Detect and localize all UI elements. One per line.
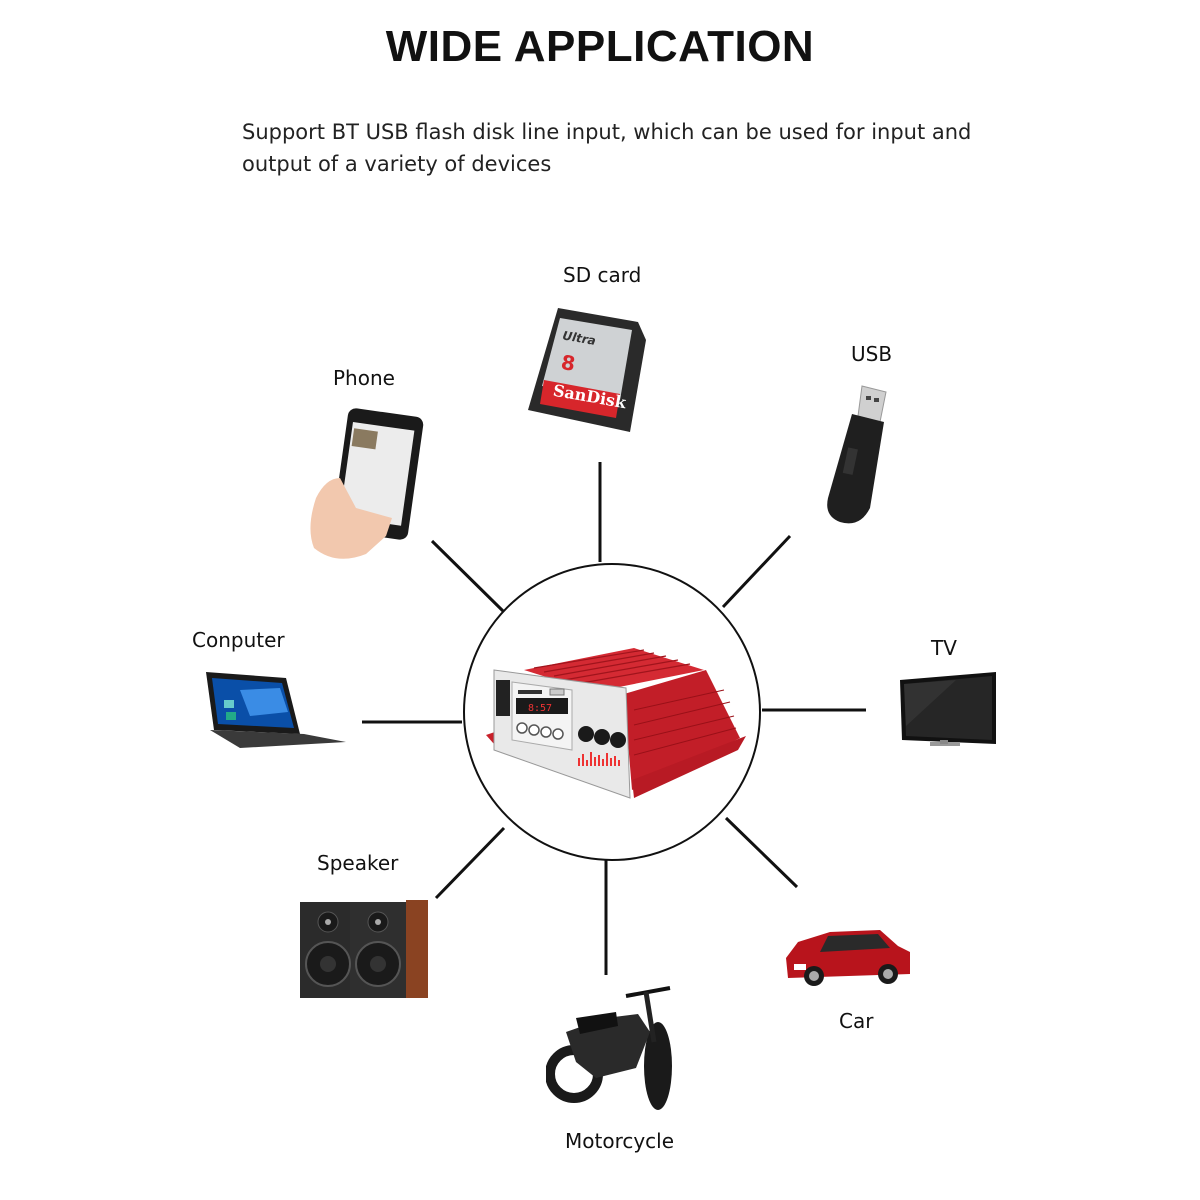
car-image [786, 930, 910, 986]
svg-text:8:57: 8:57 [528, 703, 552, 714]
label-computer: Conputer [192, 628, 285, 652]
laptop-image [206, 672, 346, 748]
label-tv: TV [931, 636, 957, 660]
label-usb: USB [851, 342, 893, 366]
usb-drive-image [827, 385, 887, 524]
label-speaker: Speaker [317, 851, 399, 875]
amplifier-image: 8:57 [486, 648, 746, 799]
motorcycle-image [546, 986, 672, 1110]
label-phone: Phone [333, 366, 395, 390]
speaker-image [300, 900, 428, 998]
tv-image [900, 672, 996, 746]
label-car: Car [839, 1009, 874, 1033]
sd-card-image: SanDisk Ultra 8 [528, 308, 646, 432]
label-motorcycle: Motorcycle [565, 1129, 675, 1153]
svg-text:8: 8 [559, 350, 577, 376]
svg-text:Ultra: Ultra [561, 328, 597, 348]
phone-image [310, 408, 424, 559]
description-text: Support BT USB flash disk line input, wh… [242, 120, 972, 176]
label-sd-card: SD card [563, 263, 642, 287]
page-title: WIDE APPLICATION [385, 22, 815, 71]
